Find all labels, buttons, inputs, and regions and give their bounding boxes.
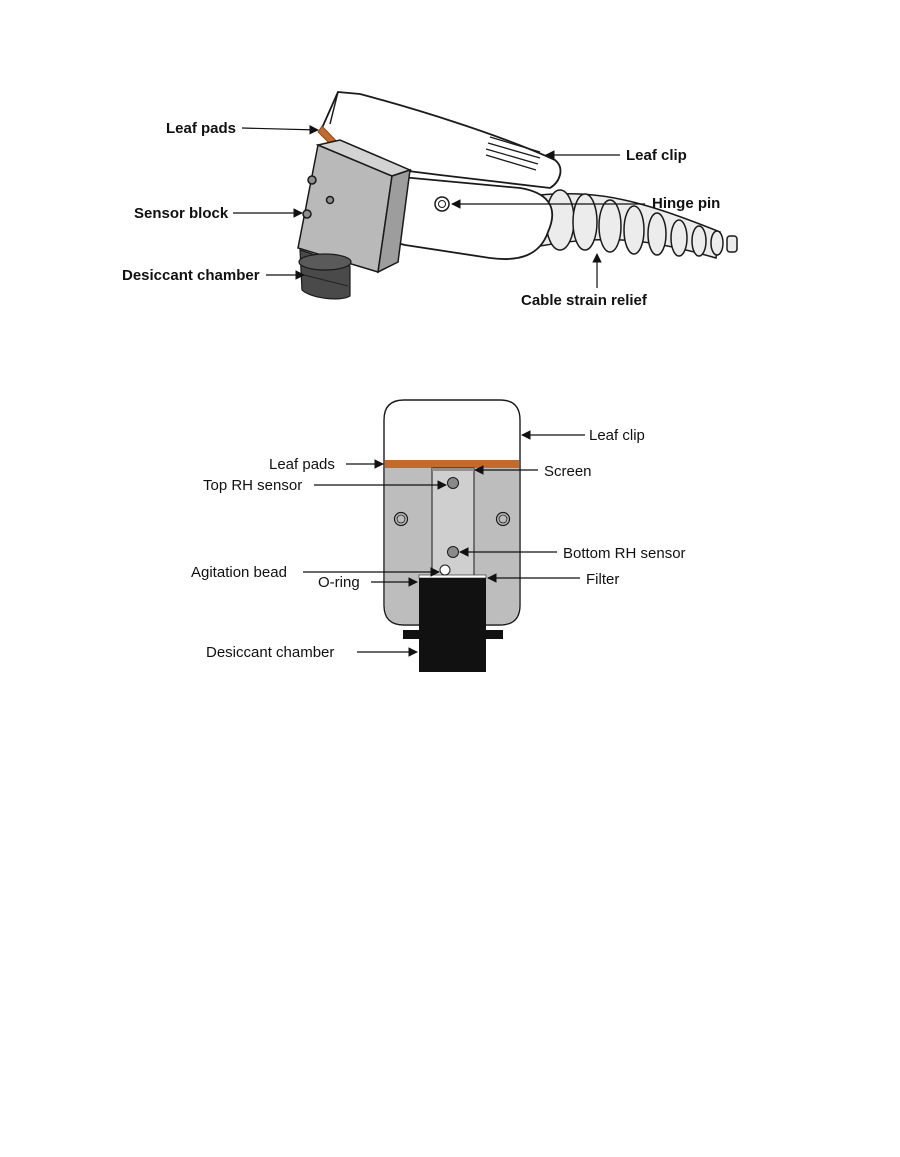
bottom-rh-sensor-part xyxy=(448,547,459,558)
filter-part xyxy=(419,575,486,578)
label-hinge-pin: Hinge pin xyxy=(652,195,720,212)
label-desiccant-chamber: Desiccant chamber xyxy=(122,267,260,284)
leaf-pads-front xyxy=(385,460,519,468)
label-top-rh-sensor: Top RH sensor xyxy=(203,477,302,494)
label-agitation-bead: Agitation bead xyxy=(191,564,287,581)
label-front-leaf-pads: Leaf pads xyxy=(269,456,335,473)
agitation-bead-part xyxy=(440,565,450,575)
label-front-desiccant-chamber: Desiccant chamber xyxy=(206,644,334,661)
label-cable-strain-relief: Cable strain relief xyxy=(521,292,648,309)
hinge-pin-part xyxy=(435,197,449,211)
figure-front-view: Leaf clip Leaf pads Screen Top RH sensor… xyxy=(191,400,686,672)
label-o-ring: O-ring xyxy=(318,574,360,591)
screen-part xyxy=(432,468,474,471)
label-screen: Screen xyxy=(544,463,592,480)
desiccant-chamber-part xyxy=(299,250,351,299)
label-leaf-pads: Leaf pads xyxy=(166,120,236,137)
label-bottom-rh-sensor: Bottom RH sensor xyxy=(563,545,686,562)
figure-perspective: Leaf pads Leaf clip Hinge pin Sensor blo… xyxy=(122,92,737,309)
label-filter: Filter xyxy=(586,571,619,588)
label-leaf-clip: Leaf clip xyxy=(626,147,687,164)
label-sensor-block: Sensor block xyxy=(134,205,229,222)
top-rh-sensor-part xyxy=(448,478,459,489)
label-front-leaf-clip: Leaf clip xyxy=(589,427,645,444)
